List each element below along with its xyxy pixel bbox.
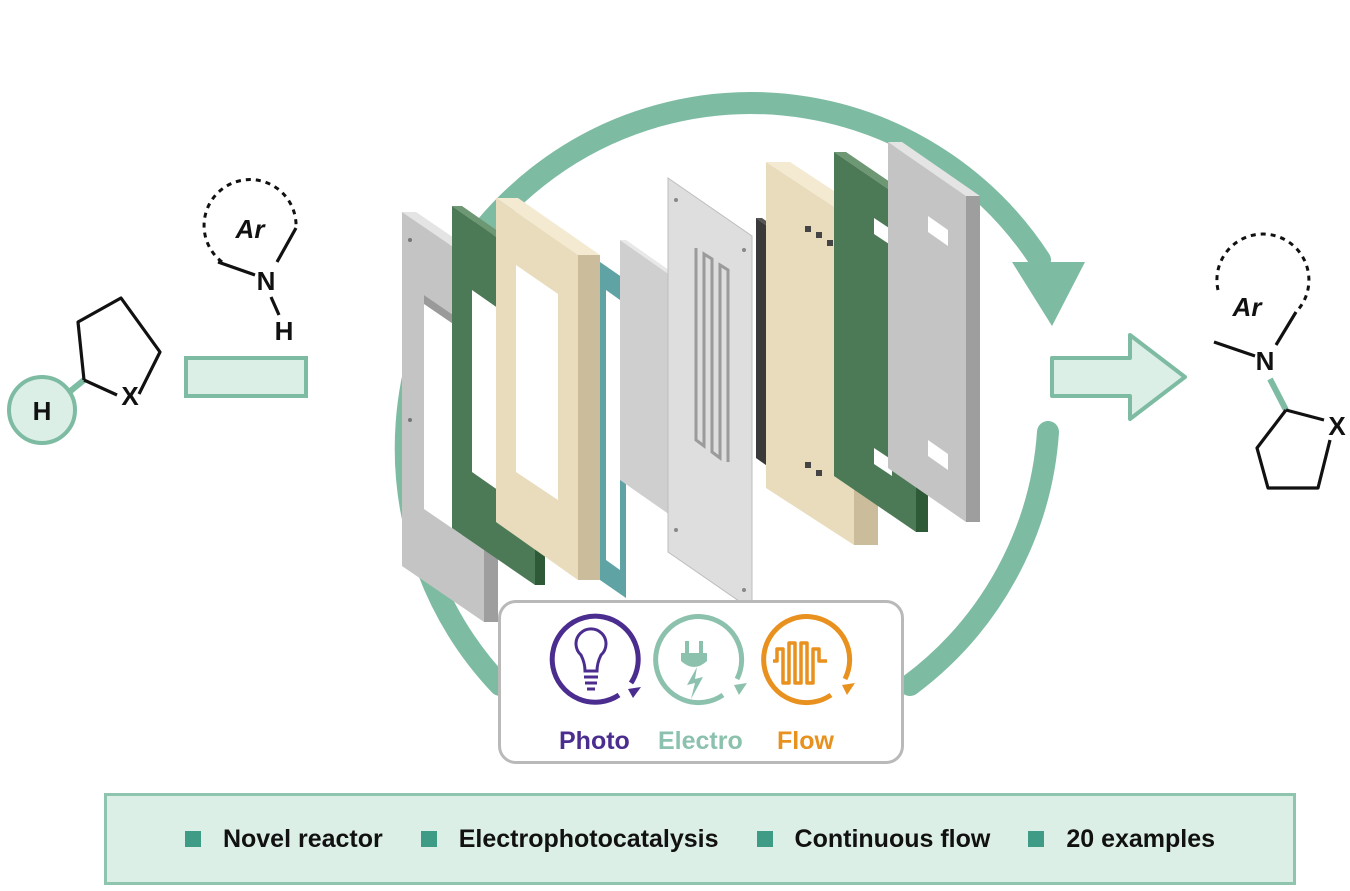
product-bond-right bbox=[1274, 311, 1298, 346]
bullet-square-icon bbox=[420, 831, 437, 847]
reactant-molecule: H X bbox=[7, 296, 162, 445]
amine-ar-label: Ar bbox=[235, 214, 267, 244]
serpentine-flow-icon bbox=[761, 614, 855, 706]
feature-text: Continuous flow bbox=[794, 824, 991, 853]
product-molecule: Ar N X bbox=[1213, 232, 1346, 490]
feature-item: Novel reactor bbox=[184, 824, 383, 854]
cycle-arc-bottom bbox=[899, 421, 1059, 696]
cycle-arrow-head bbox=[1012, 262, 1085, 326]
amine-molecule: Ar N H bbox=[202, 178, 298, 346]
bullet-square-icon bbox=[756, 831, 773, 847]
lightbulb-icon bbox=[549, 613, 641, 705]
feature-item: Electrophotocatalysis bbox=[420, 824, 719, 854]
product-x-label: X bbox=[1328, 411, 1346, 441]
reaction-bar bbox=[184, 356, 308, 398]
mode-icons bbox=[549, 613, 855, 706]
feature-text: Novel reactor bbox=[222, 824, 383, 853]
amine-bond-right bbox=[275, 227, 298, 263]
product-n-label: N bbox=[1256, 346, 1275, 376]
amine-bond-left bbox=[217, 260, 256, 277]
reactor-plate-flow-field bbox=[667, 177, 753, 611]
feature-text: 20 examples bbox=[1066, 824, 1216, 853]
reactant-x-label: X bbox=[121, 381, 139, 411]
reactor-plate-teal-membrane bbox=[600, 262, 626, 598]
product-ring bbox=[1255, 409, 1332, 490]
plug-bolt-icon bbox=[653, 614, 747, 706]
new-cn-bond bbox=[1267, 377, 1289, 412]
bullet-square-icon bbox=[1028, 831, 1045, 847]
feature-item: 20 examples bbox=[1028, 825, 1215, 854]
product-ar-label: Ar bbox=[1232, 292, 1264, 322]
features-banner: Novel reactor Electrophotocatalysis Cont… bbox=[104, 793, 1296, 885]
nh-bond bbox=[269, 296, 281, 316]
bullet-square-icon bbox=[184, 831, 201, 847]
amine-aryl-ring bbox=[202, 178, 298, 264]
mode-label-photo: Photo bbox=[559, 727, 630, 755]
h-bond bbox=[66, 377, 86, 396]
reactant-h-label: H bbox=[33, 396, 52, 426]
reactant-ring-bond bbox=[83, 378, 118, 397]
feature-text: Electrophotocatalysis bbox=[458, 824, 719, 853]
reactor-plate-window-frame bbox=[496, 198, 600, 580]
modes-panel: Photo Electro Flow bbox=[498, 600, 904, 764]
h-atom-circle bbox=[7, 375, 77, 445]
reactant-ring bbox=[76, 296, 162, 395]
reaction-arrow bbox=[1050, 333, 1187, 421]
amine-h-label: H bbox=[275, 316, 294, 346]
mode-label-flow: Flow bbox=[777, 727, 834, 755]
product-ring-bond bbox=[1285, 408, 1325, 422]
feature-item: Continuous flow bbox=[756, 824, 991, 854]
reactor-exploded-view bbox=[402, 142, 980, 622]
product-aryl-ring bbox=[1215, 232, 1311, 314]
amine-n-label: N bbox=[257, 266, 276, 296]
reactor-plate-electrode bbox=[620, 240, 676, 515]
reactor-plate-endplate-right bbox=[888, 142, 980, 522]
mode-label-electro: Electro bbox=[658, 727, 743, 755]
product-bond-left bbox=[1213, 340, 1256, 358]
